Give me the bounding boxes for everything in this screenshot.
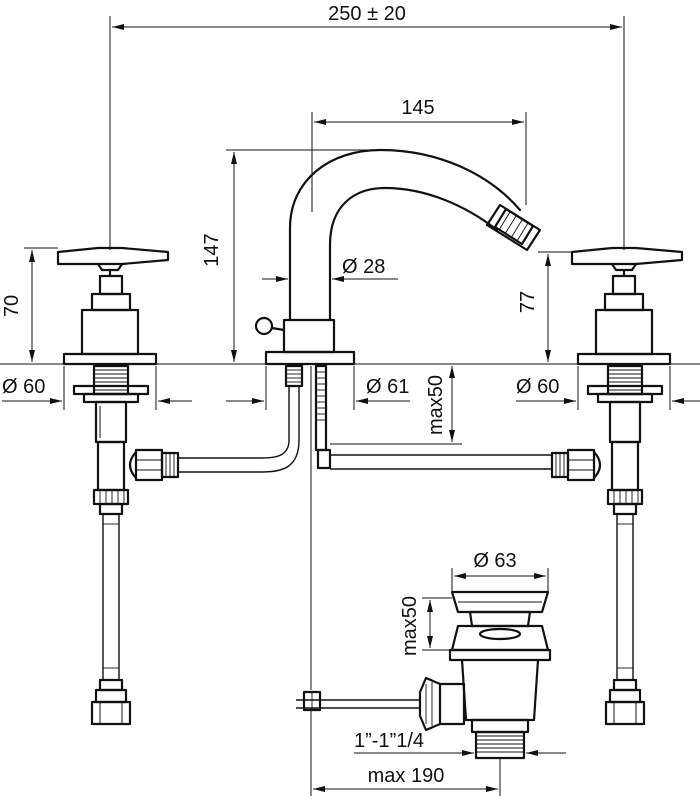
dimension-spout-reach: 145 xyxy=(311,97,527,212)
deck-thickness-label: max50 xyxy=(425,375,447,435)
right-threaded-shank xyxy=(606,364,644,396)
pop-up-lever-knob xyxy=(254,316,286,336)
dimension-overall-width: 250 ± 20 xyxy=(109,3,625,250)
waste-diameter-label: Ø 63 xyxy=(473,550,516,572)
dimension-left-handle-height: 70 xyxy=(1,247,58,362)
dimension-right-handle-height: 77 xyxy=(517,251,572,362)
left-threaded-shank xyxy=(92,364,130,396)
spout xyxy=(254,148,542,366)
waste-depth-label: max50 xyxy=(399,596,421,656)
right-handle-height-label: 77 xyxy=(517,291,539,313)
waste-side-nut xyxy=(418,676,466,732)
left-hose-coupling xyxy=(128,448,180,482)
dimension-left-base-diameter: Ø 60 xyxy=(2,366,192,410)
left-handle-height-label: 70 xyxy=(1,295,23,317)
dimension-right-base-diameter: Ø 60 xyxy=(516,366,700,410)
dimension-rod-length: max 190 xyxy=(310,710,501,796)
bidet-spray-nozzle xyxy=(485,203,542,252)
waste-thread-label: 1”-1”1/4 xyxy=(354,730,424,752)
spout-reach-label: 145 xyxy=(401,97,434,119)
dimension-spout-diameter: Ø 28 xyxy=(262,256,398,282)
left-base-diameter-label: Ø 60 xyxy=(2,376,45,398)
waste-flange xyxy=(450,590,550,614)
dimension-waste-thread: 1”-1”1/4 xyxy=(354,730,566,756)
center-base-diameter-label: Ø 61 xyxy=(366,376,409,398)
dimension-waste-diameter: Ø 63 xyxy=(451,550,549,592)
right-valve xyxy=(570,246,684,726)
overall-width-label: 250 ± 20 xyxy=(328,3,406,25)
left-cross-handle xyxy=(56,246,170,278)
right-base-diameter-label: Ø 60 xyxy=(516,376,559,398)
left-valve xyxy=(56,246,170,726)
center-piping xyxy=(178,364,552,690)
dimension-spout-height: 147 xyxy=(201,149,370,362)
right-flex-hose xyxy=(616,514,634,680)
waste-thread xyxy=(474,730,526,760)
left-flex-hose xyxy=(102,514,120,680)
spout-height-label: 147 xyxy=(201,233,223,266)
dimension-center-base-diameter: Ø 61 xyxy=(226,366,410,410)
dimension-deck-thickness: max50 xyxy=(330,366,462,445)
dimension-waste-depth: max50 xyxy=(399,596,452,656)
right-cross-handle xyxy=(570,246,684,278)
pop-up-waste xyxy=(296,590,552,760)
spout-diameter-label: Ø 28 xyxy=(342,256,385,278)
right-hose-coupling xyxy=(550,448,602,482)
rod-length-label: max 190 xyxy=(368,765,445,787)
pop-up-rod xyxy=(296,690,420,712)
